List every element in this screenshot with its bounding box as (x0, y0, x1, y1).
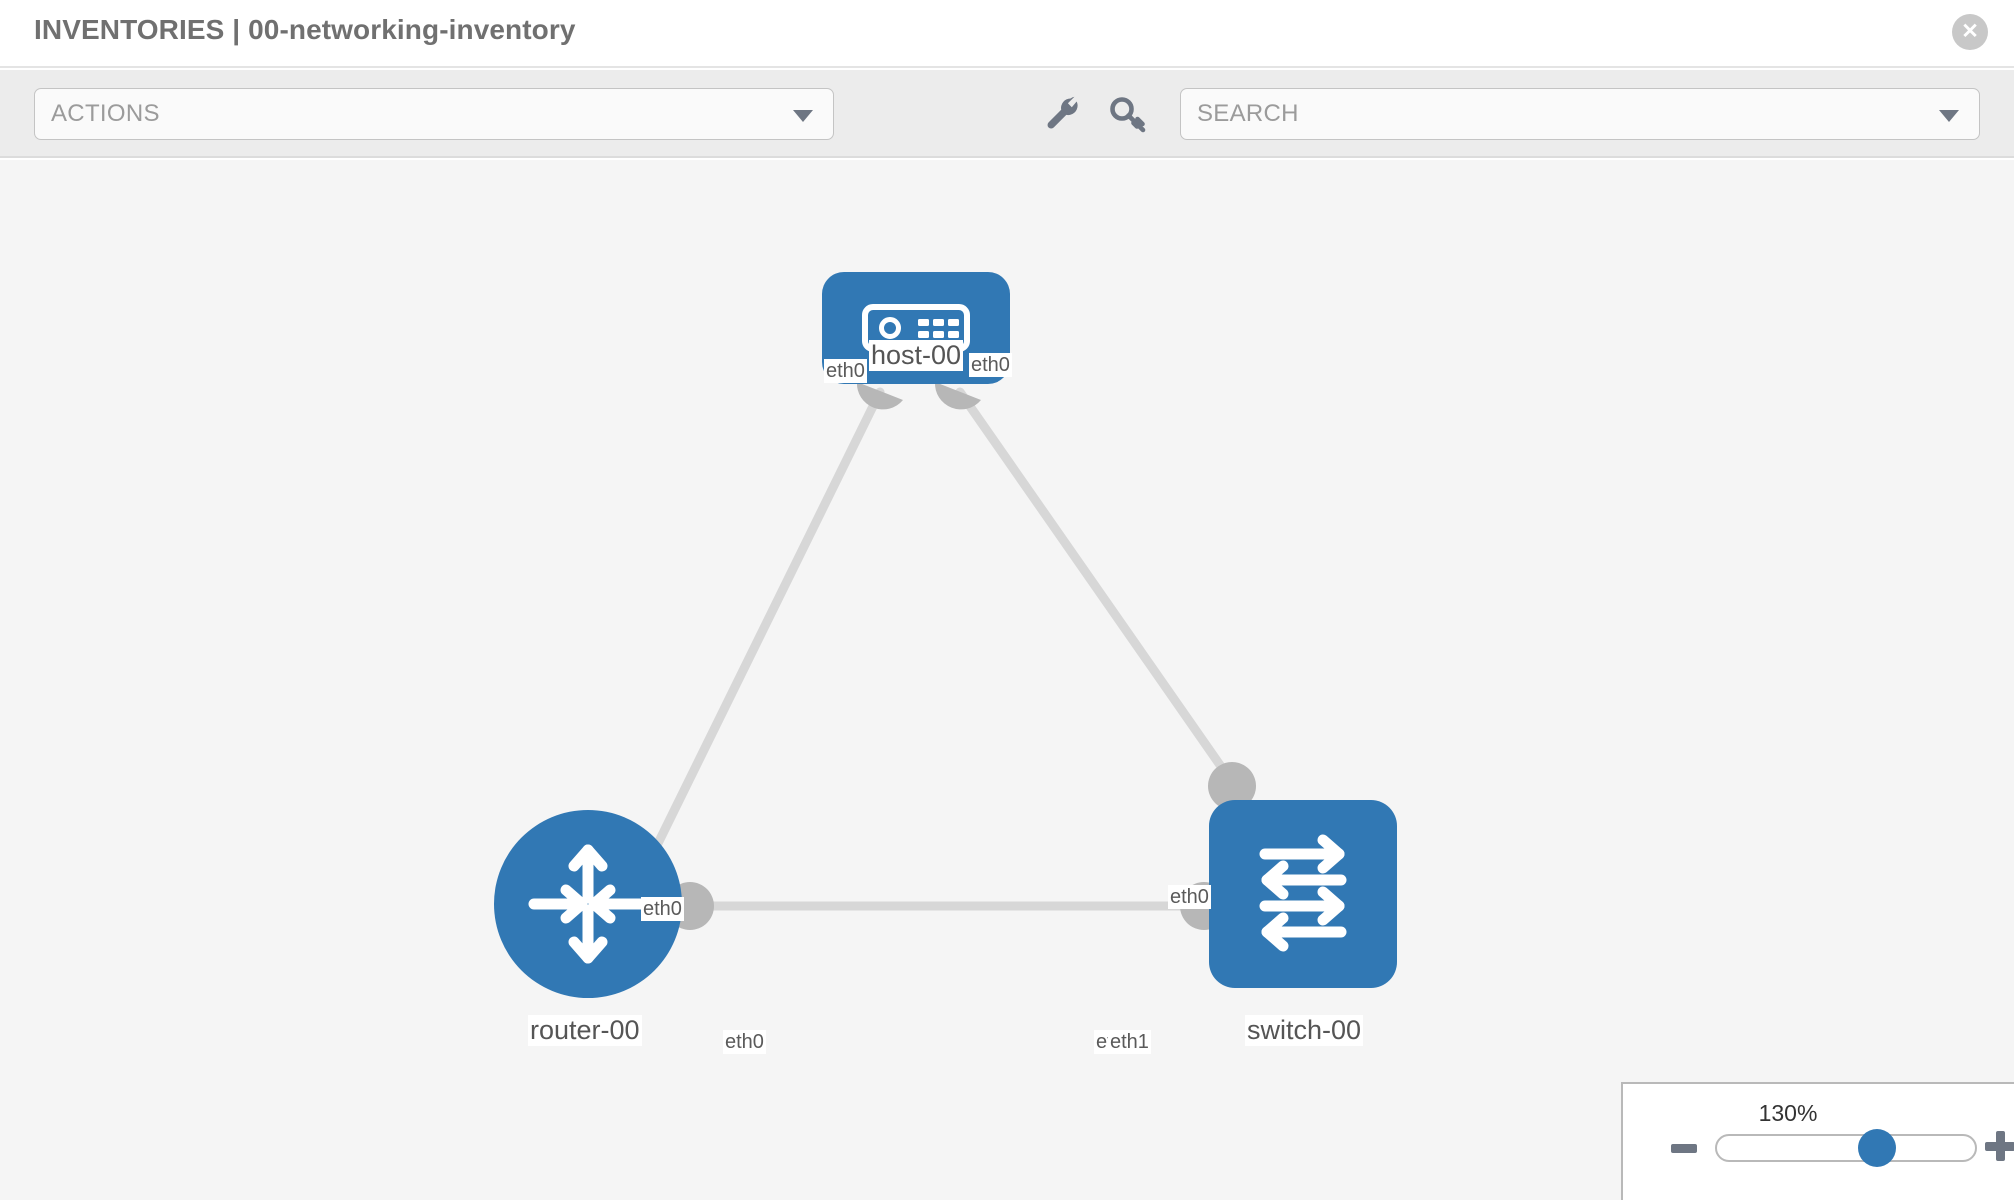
chevron-down-icon (1939, 110, 1959, 122)
zoom-slider[interactable] (1715, 1129, 1977, 1167)
page-title: INVENTORIES | 00-networking-inventory (34, 14, 576, 45)
link-host-switch (955, 387, 1241, 793)
switch-arrows-icon (1209, 800, 1397, 988)
chevron-down-icon (793, 110, 813, 122)
search-placeholder: SEARCH (1197, 100, 1299, 127)
wrench-icon[interactable] (1040, 92, 1084, 136)
iface-label-switch-eth0-up: eth0 (1168, 885, 1211, 909)
iface-label-router-eth0-right: eth0 (723, 1030, 766, 1054)
node-label-switch-00: switch-00 (1245, 1015, 1364, 1046)
toolbar: ACTIONS SEARCH (0, 70, 2014, 158)
zoom-level-label: 130% (1758, 1100, 1818, 1126)
page-header: INVENTORIES | 00-networking-inventory ✕ (0, 0, 2014, 68)
iface-label-host-eth0-right: eth0 (969, 353, 1012, 377)
port-host-eth0-right (934, 382, 981, 410)
router-arrows-icon (494, 810, 682, 998)
port-switch-eth0 (1208, 762, 1256, 810)
close-icon: ✕ (1961, 20, 1979, 43)
iface-label-switch-eth1: eth1 (1108, 1030, 1151, 1054)
search-input[interactable]: SEARCH (1180, 88, 1980, 140)
node-label-router-00: router-00 (528, 1015, 642, 1046)
link-host-router (635, 387, 885, 885)
minus-icon[interactable] (1671, 1144, 1697, 1153)
key-icon[interactable] (1107, 92, 1151, 136)
zoom-slider-thumb[interactable] (1858, 1129, 1896, 1167)
topology-canvas[interactable]: host-00 router-00 switch-00 eth0 eth0 et… (0, 160, 2014, 1200)
iface-label-router-eth0-up: eth0 (641, 897, 684, 921)
iface-label-host-eth0-left: eth0 (824, 359, 867, 383)
actions-dropdown[interactable]: ACTIONS (34, 88, 834, 140)
node-switch-00[interactable] (1209, 800, 1397, 988)
actions-dropdown-label: ACTIONS (51, 100, 160, 127)
node-label-host-00: host-00 (869, 340, 964, 371)
close-button[interactable]: ✕ (1952, 14, 1988, 50)
zoom-control-panel: 130% (1621, 1082, 2014, 1200)
plus-icon[interactable] (1985, 1131, 2014, 1161)
port-host-eth0-left (856, 382, 903, 410)
